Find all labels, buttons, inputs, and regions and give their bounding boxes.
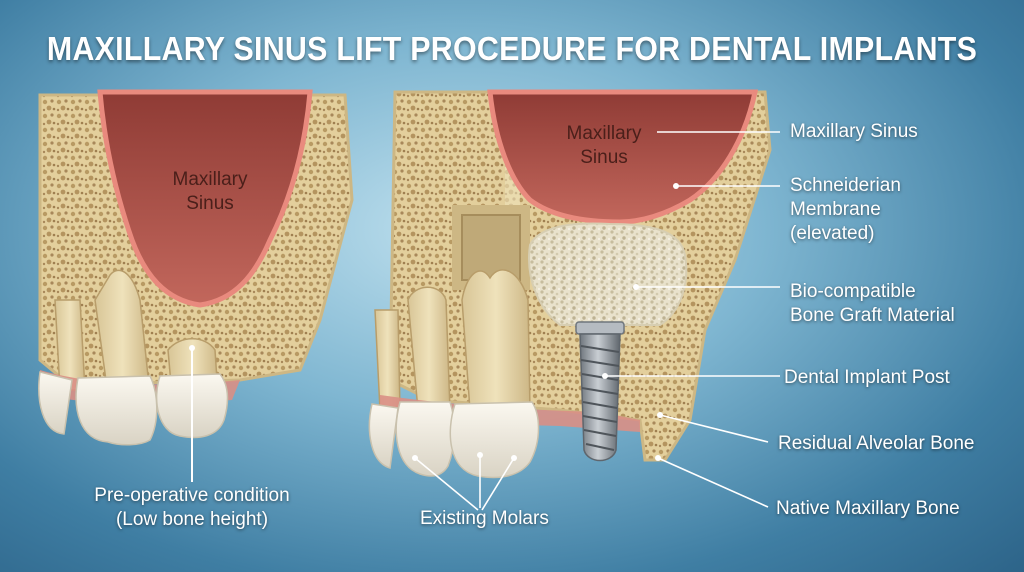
- implant-post-callout: Dental Implant Post: [784, 367, 950, 388]
- graft-callout-line2: Bone Graft Material: [790, 305, 955, 326]
- diagram-title: MAXILLARY SINUS LIFT PROCEDURE FOR DENTA…: [46, 30, 978, 67]
- left-molar-roots: [54, 269, 219, 396]
- right-sinus-label-line1: Maxillary: [566, 123, 642, 144]
- membrane-callout-line1: Schneiderian: [790, 175, 901, 196]
- right-molar-crowns: [368, 401, 540, 479]
- left-sinus-label-line1: Maxillary: [172, 169, 248, 190]
- right-sinus-label-line2: Sinus: [580, 147, 628, 168]
- maxillary-sinus-callout: Maxillary Sinus: [790, 121, 918, 142]
- pre-operative-caption: Pre-operative condition (Low bone height…: [72, 484, 312, 532]
- callout-leaders: [414, 131, 780, 511]
- membrane-callout-line2: Membrane: [790, 199, 881, 220]
- schneiderian-membrane-callout: Schneiderian Membrane (elevated): [790, 174, 901, 246]
- left-molar-crowns: [38, 371, 229, 446]
- right-molar-roots: [374, 269, 531, 411]
- callout-dots: [412, 183, 679, 461]
- pre-operative-caption-line1: Pre-operative condition: [94, 485, 290, 506]
- pre-operative-caption-line2: (Low bone height): [115, 509, 269, 530]
- membrane-callout-line3: (elevated): [790, 223, 875, 244]
- native-bone-callout: Native Maxillary Bone: [776, 498, 960, 519]
- graft-callout-line1: Bio-compatible: [790, 281, 916, 302]
- existing-molars-label: Existing Molars: [420, 508, 549, 529]
- left-sinus-cavity: [97, 89, 313, 308]
- bone-graft-mound: [528, 222, 688, 326]
- dental-implant-post: [575, 321, 625, 462]
- bone-graft-callout: Bio-compatible Bone Graft Material: [790, 280, 955, 328]
- residual-bone-callout: Residual Alveolar Bone: [778, 433, 975, 454]
- right-sinus-label: Maxillary Sinus: [554, 122, 654, 170]
- left-caption-dot: [189, 345, 195, 351]
- left-sinus-label: Maxillary Sinus: [160, 168, 260, 216]
- left-sinus-label-line2: Sinus: [186, 193, 234, 214]
- right-sinus-cavity: [487, 89, 759, 225]
